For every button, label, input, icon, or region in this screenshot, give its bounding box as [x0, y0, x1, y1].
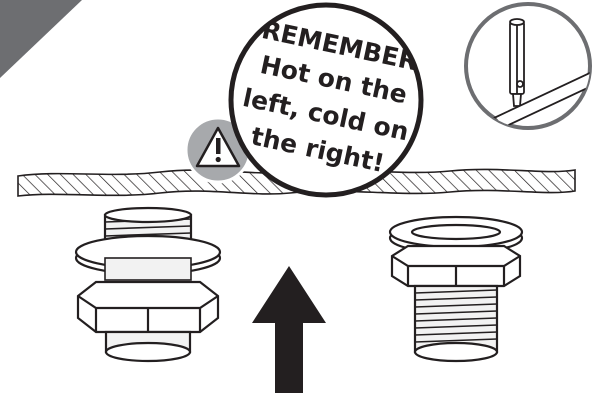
corner-tab: [0, 0, 82, 78]
right-tap-fitting: [388, 215, 524, 363]
remember-callout: REMEMBER Hot on the left, cold on the ri…: [228, 2, 424, 198]
left-tap-fitting: [74, 206, 222, 363]
up-arrow-icon: [252, 266, 326, 393]
tool-detail-inset: [464, 2, 592, 130]
warning-icon: [184, 116, 252, 184]
